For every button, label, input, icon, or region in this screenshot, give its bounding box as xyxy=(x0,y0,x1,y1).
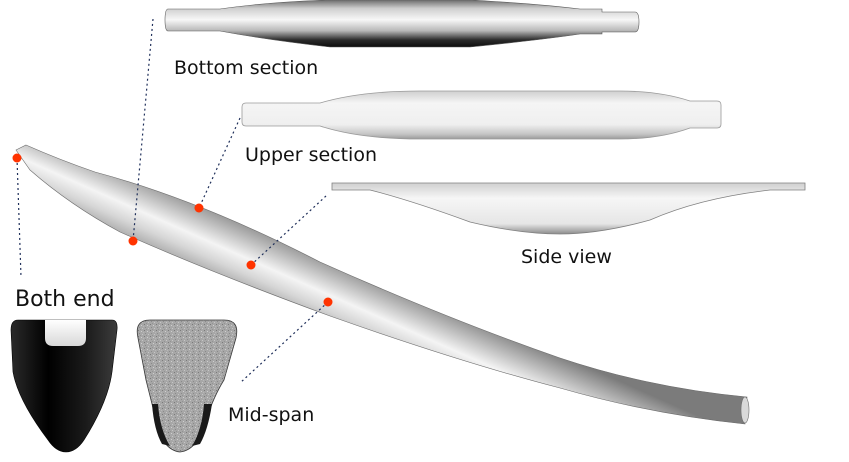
marker-both-end xyxy=(12,153,22,163)
leader-lines xyxy=(16,18,329,384)
main-bar-end-cap xyxy=(740,396,750,424)
leader-mid-span xyxy=(239,301,329,384)
upper-section-view xyxy=(241,90,722,140)
label-mid-span: Mid-span xyxy=(228,404,315,426)
mid-span-cross-section xyxy=(136,319,238,453)
main-bar xyxy=(15,144,748,425)
leader-upper-section xyxy=(198,117,241,209)
label-bottom-section: Bottom section xyxy=(174,57,319,79)
leader-bottom-section xyxy=(132,18,154,242)
marker-side-view xyxy=(246,260,256,270)
both-end-cross-section xyxy=(10,319,118,453)
label-side-view: Side view xyxy=(521,246,612,268)
label-both-end: Both end xyxy=(15,287,115,312)
leader-both-end xyxy=(16,157,22,278)
label-upper-section: Upper section xyxy=(245,144,377,166)
marker-mid-span xyxy=(323,297,333,307)
both-end-cap xyxy=(45,320,86,346)
markers xyxy=(12,153,333,307)
side-view-shape xyxy=(331,182,806,235)
leader-side-view xyxy=(250,195,327,266)
bottom-section-view xyxy=(164,0,640,48)
marker-upper-section xyxy=(194,203,204,213)
marker-bottom-section xyxy=(128,236,138,246)
